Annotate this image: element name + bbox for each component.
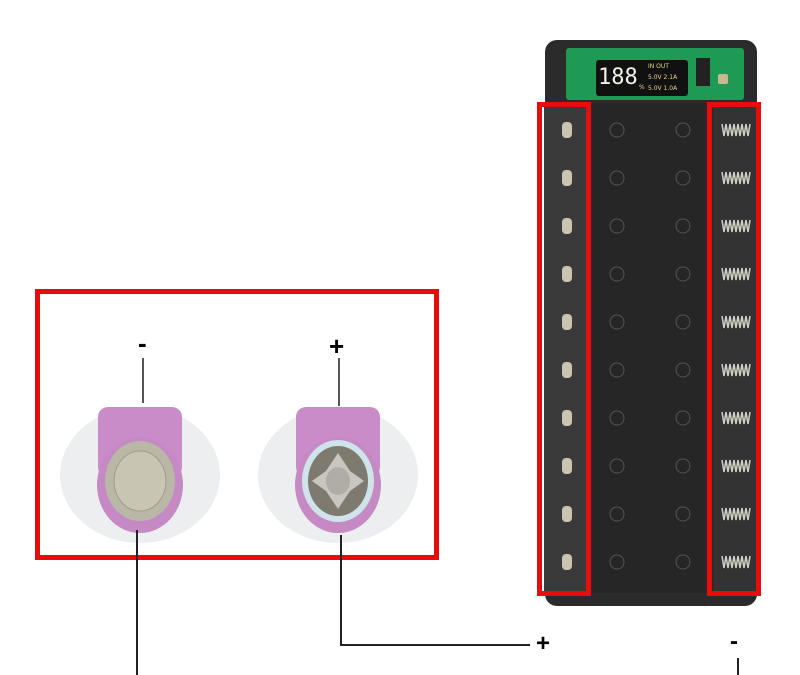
display-digits: 188 bbox=[598, 65, 638, 90]
holder-positive-label: + bbox=[536, 630, 551, 657]
battery-highlight-box bbox=[35, 289, 439, 560]
minus-mark bbox=[675, 410, 691, 426]
spring-contact bbox=[721, 315, 751, 329]
positive-leader-line bbox=[338, 358, 340, 406]
plus-mark bbox=[609, 266, 625, 282]
minus-mark bbox=[675, 362, 691, 378]
positive-contact bbox=[562, 362, 572, 378]
minus-mark bbox=[675, 266, 691, 282]
plus-mark bbox=[609, 362, 625, 378]
positive-contact bbox=[562, 122, 572, 138]
positive-connector-line-horizontal bbox=[340, 644, 530, 646]
positive-contact bbox=[562, 410, 572, 426]
display-row1: 5.0V 2.1A bbox=[648, 74, 678, 81]
minus-mark bbox=[675, 458, 691, 474]
spring-contact bbox=[721, 459, 751, 473]
negative-leader-line bbox=[142, 358, 144, 403]
minus-mark bbox=[675, 506, 691, 522]
minus-mark bbox=[675, 170, 691, 186]
spring-contact bbox=[721, 123, 751, 137]
spring-contact bbox=[721, 555, 751, 569]
pcb-board: 188 % IN OUT 5.0V 2.1A 5.0V 1.0A bbox=[566, 48, 744, 100]
display-percent: % bbox=[639, 84, 645, 91]
minus-mark bbox=[675, 554, 691, 570]
minus-mark bbox=[675, 218, 691, 234]
display-row2: 5.0V 1.0A bbox=[648, 85, 678, 92]
positive-connector-line-vertical bbox=[340, 535, 342, 645]
plus-mark bbox=[609, 218, 625, 234]
minus-mark bbox=[675, 122, 691, 138]
battery-positive-end-photo bbox=[258, 407, 418, 543]
plus-mark bbox=[609, 314, 625, 330]
positive-contact bbox=[562, 314, 572, 330]
spring-contact bbox=[721, 507, 751, 521]
positive-contact bbox=[562, 506, 572, 522]
positive-contact bbox=[562, 266, 572, 282]
negative-springs-highlight bbox=[707, 102, 761, 596]
plus-mark bbox=[609, 170, 625, 186]
spring-contact bbox=[721, 171, 751, 185]
cell-bay-markings bbox=[544, 107, 756, 593]
spring-contact bbox=[721, 363, 751, 377]
positive-contact bbox=[562, 218, 572, 234]
spring-contact bbox=[721, 411, 751, 425]
negative-label: - bbox=[138, 328, 147, 358]
holder-negative-leader-line bbox=[737, 658, 739, 675]
plus-mark bbox=[609, 554, 625, 570]
battery-negative-end-photo bbox=[60, 407, 220, 543]
minus-mark bbox=[675, 314, 691, 330]
positive-contact bbox=[562, 170, 572, 186]
positive-label: + bbox=[329, 331, 345, 361]
led-display: 188 % IN OUT 5.0V 2.1A 5.0V 1.0A bbox=[596, 60, 688, 96]
chip bbox=[696, 58, 710, 86]
negative-connector-line bbox=[136, 530, 138, 675]
display-header: IN OUT bbox=[648, 63, 669, 70]
positive-contact bbox=[562, 458, 572, 474]
positive-contact bbox=[562, 554, 572, 570]
positive-contacts-highlight bbox=[537, 102, 591, 596]
button-switch bbox=[718, 74, 728, 84]
spring-contact bbox=[721, 267, 751, 281]
plus-mark bbox=[609, 458, 625, 474]
plus-mark bbox=[609, 122, 625, 138]
spring-contact bbox=[721, 219, 751, 233]
holder-negative-label: - bbox=[730, 628, 738, 655]
plus-mark bbox=[609, 410, 625, 426]
plus-mark bbox=[609, 506, 625, 522]
